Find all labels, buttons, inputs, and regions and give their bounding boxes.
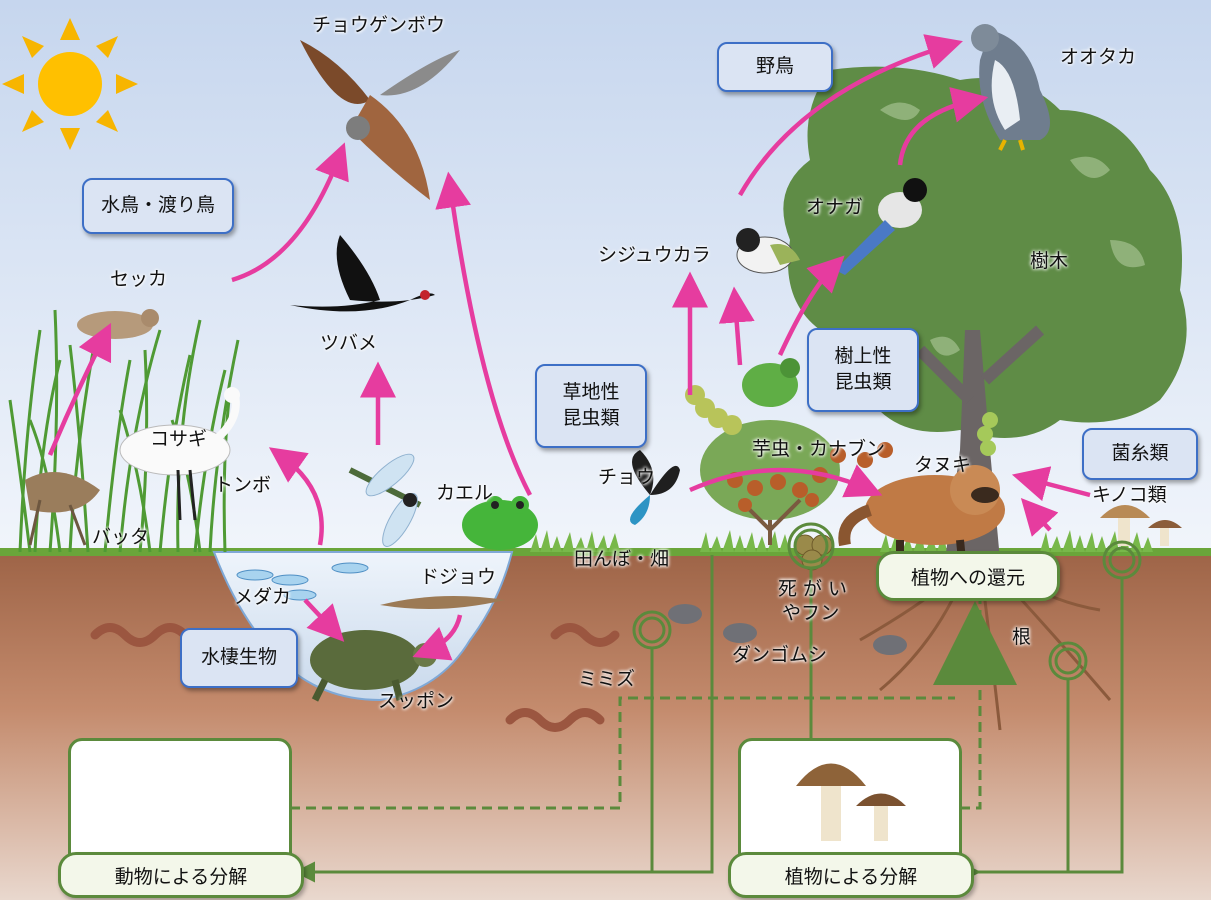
root-label: 根 bbox=[1012, 626, 1031, 649]
tree-label: 樹木 bbox=[1030, 250, 1068, 273]
butterfly-label: チョウ bbox=[598, 466, 655, 489]
carcass-label-2: やフン bbox=[782, 602, 839, 625]
rice-field-label: 田んぼ・畑 bbox=[574, 548, 669, 571]
arboreal-insect-label-1: 樹上性 bbox=[834, 344, 891, 370]
carcass-label-1: 死がい bbox=[778, 578, 853, 601]
pillbug-label: ダンゴムシ bbox=[732, 644, 827, 667]
grassland-insect-box: 草地性 昆虫類 bbox=[535, 364, 647, 448]
medaka-label: メダカ bbox=[234, 586, 291, 609]
mushroom-label: キノコ類 bbox=[1092, 484, 1167, 507]
goshawk-label: オオタカ bbox=[1060, 46, 1136, 69]
arboreal-insect-label-2: 昆虫類 bbox=[834, 370, 891, 396]
dragonfly-label: トンボ bbox=[214, 474, 271, 497]
frog-label: カエル bbox=[436, 482, 493, 505]
aquatic-box: 水棲生物 bbox=[180, 628, 298, 688]
grassland-insect-label-1: 草地性 bbox=[562, 380, 619, 406]
turtle-label: スッポン bbox=[378, 690, 454, 713]
loach-label: ドジョウ bbox=[420, 566, 496, 589]
waterbird-box: 水鳥・渡り鳥 bbox=[82, 178, 234, 234]
plant-decomposition-label: 植物による分解 bbox=[785, 862, 917, 889]
animal-decomposition-box: 動物による分解 bbox=[58, 852, 304, 898]
return-to-plants-label: 植物への還元 bbox=[911, 563, 1025, 590]
grasshopper-label: バッタ bbox=[92, 526, 149, 549]
arboreal-insect-box: 樹上性 昆虫類 bbox=[807, 328, 919, 412]
plant-decomposition-box: 植物による分解 bbox=[728, 852, 974, 898]
swallow-label: ツバメ bbox=[320, 332, 377, 355]
earthworm-label: ミミズ bbox=[578, 668, 635, 691]
mycelium-label: 菌糸類 bbox=[1111, 441, 1168, 467]
wild-bird-label: 野鳥 bbox=[756, 54, 794, 80]
raccoon-dog-label: タヌキ bbox=[914, 454, 971, 477]
animal-decomposition-label: 動物による分解 bbox=[115, 862, 247, 889]
return-to-plants-box: 植物への還元 bbox=[876, 551, 1060, 601]
kestrel-label: チョウゲンボウ bbox=[312, 14, 445, 37]
aquatic-label: 水棲生物 bbox=[201, 645, 277, 671]
magpie-label: オナガ bbox=[806, 196, 863, 219]
caterpillar-label: 芋虫・カナブン bbox=[752, 438, 885, 461]
grassland-insect-label-2: 昆虫類 bbox=[562, 406, 619, 432]
tit-label: シジュウカラ bbox=[598, 244, 711, 267]
egret-label: コサギ bbox=[150, 428, 207, 451]
wild-bird-box: 野鳥 bbox=[717, 42, 833, 92]
warbler-label: セッカ bbox=[110, 268, 167, 291]
mushroom-large-icon bbox=[741, 741, 959, 869]
waterbird-label: 水鳥・渡り鳥 bbox=[101, 193, 215, 219]
mycelium-box: 菌糸類 bbox=[1082, 428, 1198, 480]
